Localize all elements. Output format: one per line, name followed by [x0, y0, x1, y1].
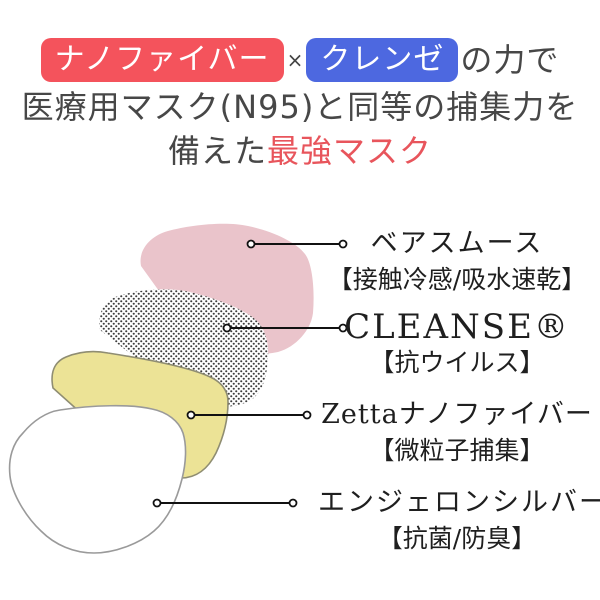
leader-line-yellow — [186, 410, 312, 420]
leader-line-pink — [246, 239, 348, 249]
layer-1-name: ベアスムース — [370, 228, 544, 259]
headline-line1-suffix: の力で — [460, 41, 560, 79]
headline-line3-highlight: 最強マスク — [267, 132, 433, 170]
multiply-sign: × — [286, 48, 304, 72]
leader-line-white — [152, 498, 298, 508]
nanofiber-badge: ナノファイバー — [40, 38, 284, 82]
layer-1-feature: 【接触冷感/吸水速乾】 — [327, 265, 587, 294]
headline-line3: 備えた最強マスク — [0, 132, 600, 170]
layer-3-name: Zettaナノファイバー — [321, 399, 593, 430]
headline-line3-prefix: 備えた — [167, 132, 267, 170]
white-layer-shape — [8, 404, 187, 554]
headline-line2: 医療用マスク(N95)と同等の捕集力を — [21, 88, 579, 126]
layer-2-feature: 【抗ウイルス】 — [369, 348, 545, 377]
headline-line1: ナノファイバー × クレンゼ の力で — [0, 36, 600, 84]
layer-3-feature: 【微粒子捕集】 — [369, 436, 545, 465]
layer-4-feature: 【抗菌/防臭】 — [377, 524, 537, 553]
leader-line-dotted — [222, 323, 348, 333]
dotted-layer-shape — [99, 289, 269, 408]
layer-4-name: エンジェロンシルバー — [318, 487, 600, 518]
cleanse-badge: クレンゼ — [306, 38, 459, 82]
layer-2-name: CLEANSE® — [344, 307, 570, 347]
